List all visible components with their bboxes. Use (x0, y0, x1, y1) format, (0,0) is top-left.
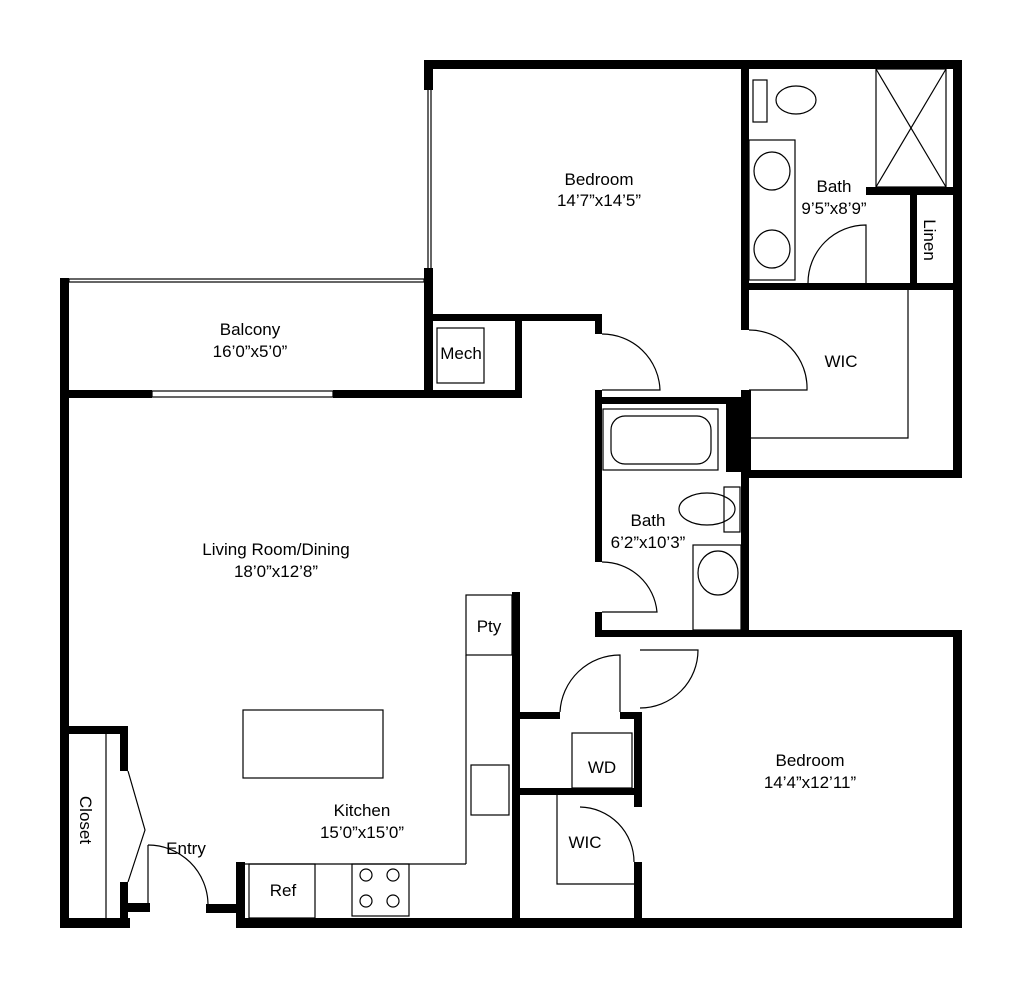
wic1-label: WIC (824, 352, 857, 371)
kitchen-name: Kitchen (334, 801, 391, 820)
living-name: Living Room/Dining (202, 540, 349, 559)
bath2-size: 6’2”x10’3” (611, 533, 686, 552)
bedroom2-size: 14’4”x12’11” (764, 773, 857, 792)
fixtures (105, 68, 947, 919)
living-size: 18’0”x12’8” (234, 562, 318, 581)
room-labels: Bedroom 14’7”x14’5” Bath 9’5”x8’9” Linen… (76, 170, 939, 900)
bedroom1-name: Bedroom (565, 170, 634, 189)
kitchen-size: 15’0”x15’0” (320, 823, 404, 842)
bath2-name: Bath (631, 511, 666, 530)
bath1-name: Bath (817, 177, 852, 196)
pantry-label: Pty (477, 617, 502, 636)
wic2-label: WIC (568, 833, 601, 852)
bedroom1-size: 14’7”x14’5” (557, 191, 641, 210)
entry-label: Entry (166, 839, 206, 858)
balcony-size: 16’0”x5’0” (213, 342, 288, 361)
bedroom2-name: Bedroom (776, 751, 845, 770)
balcony-name: Balcony (220, 320, 281, 339)
walls (60, 60, 962, 928)
wd-label: WD (588, 758, 616, 777)
mech-label: Mech (440, 344, 482, 363)
closet-label: Closet (76, 796, 95, 844)
ref-label: Ref (270, 881, 297, 900)
bath1-size: 9’5”x8’9” (801, 199, 867, 218)
linen-label: Linen (920, 219, 939, 261)
